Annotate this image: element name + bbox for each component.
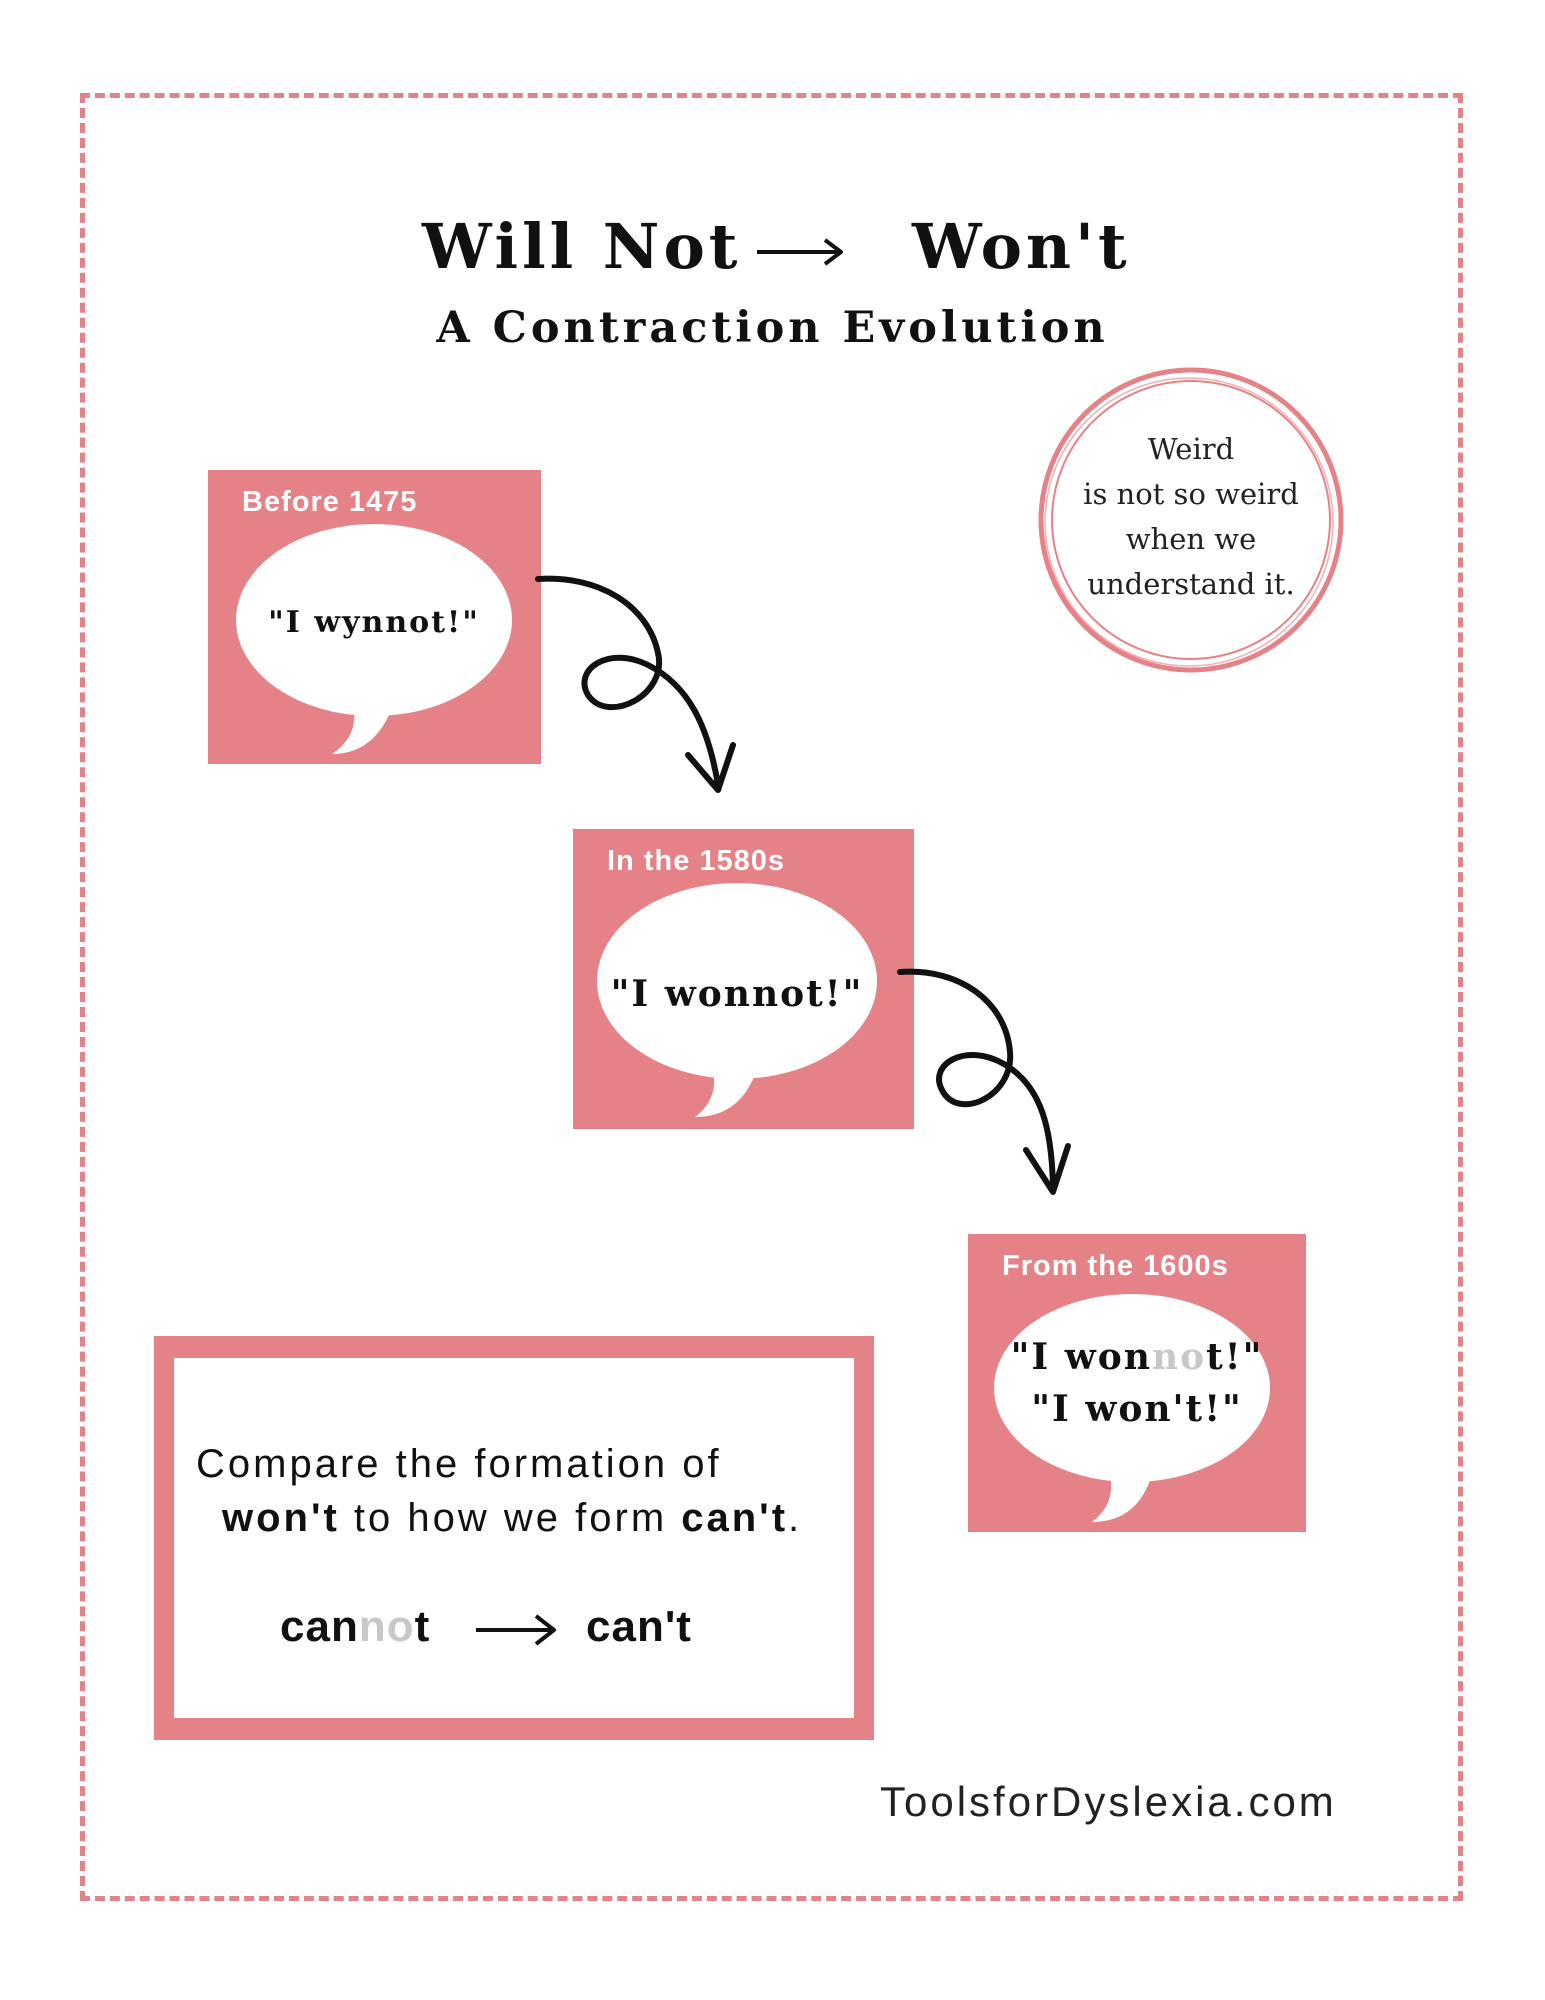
weird-note-badge: Weird is not so weird when we understand… [1036, 365, 1346, 675]
speech-bubble-icon [236, 524, 512, 754]
note-line-3: when we [1125, 522, 1257, 556]
compare-line-2: won't to how we form can't. [222, 1496, 803, 1540]
page-title: Will Not Won't [0, 210, 1545, 290]
example-cant: can't [586, 1602, 692, 1651]
title-will-not: Will Not [422, 210, 742, 283]
stage-quote-1: "I wonnot!" [1010, 1336, 1264, 1378]
stage-quote-2: "I won't!" [1031, 1388, 1243, 1430]
curly-arrow-icon [897, 968, 1071, 1195]
stage-quote: "I wynnot!" [268, 605, 480, 640]
stage-quote: "I wonnot!" [610, 973, 864, 1015]
title-wont: Won't [912, 210, 1131, 283]
compare-line-1: Compare the formation of [196, 1442, 722, 1486]
stage-label: In the 1580s [607, 845, 786, 877]
page-subtitle: A Contraction Evolution [436, 303, 1109, 353]
long-right-arrow-icon [476, 1614, 556, 1646]
stage-card-before-1475: Before 1475 "I wynnot!" [208, 470, 541, 764]
note-line-1: Weird [1147, 432, 1235, 466]
stage-card-1600s: From the 1600s "I wonnot!" "I won't!" [968, 1234, 1306, 1532]
double-circle-icon [1038, 367, 1344, 673]
stage-card-1580s: In the 1580s "I wonnot!" [573, 829, 914, 1129]
dashed-page-border [80, 93, 1463, 1901]
example-cannot: cannot [280, 1602, 431, 1651]
note-line-4: understand it. [1087, 567, 1295, 601]
stage-label: Before 1475 [242, 486, 418, 518]
stage-label: From the 1600s [1002, 1250, 1229, 1282]
speech-bubble-icon [597, 883, 877, 1117]
note-line-2: is not so weird [1083, 477, 1299, 511]
faded-letters: no [358, 1602, 415, 1651]
faded-letters: no [1151, 1336, 1207, 1378]
footer-website: ToolsforDyslexia.com [880, 1778, 1337, 1825]
speech-bubble-icon [994, 1294, 1270, 1522]
compare-box-inner: Compare the formation of won't to how we… [174, 1358, 854, 1718]
curly-arrow-icon [535, 575, 736, 793]
long-right-arrow-icon [757, 238, 843, 266]
compare-box: Compare the formation of won't to how we… [154, 1336, 874, 1740]
